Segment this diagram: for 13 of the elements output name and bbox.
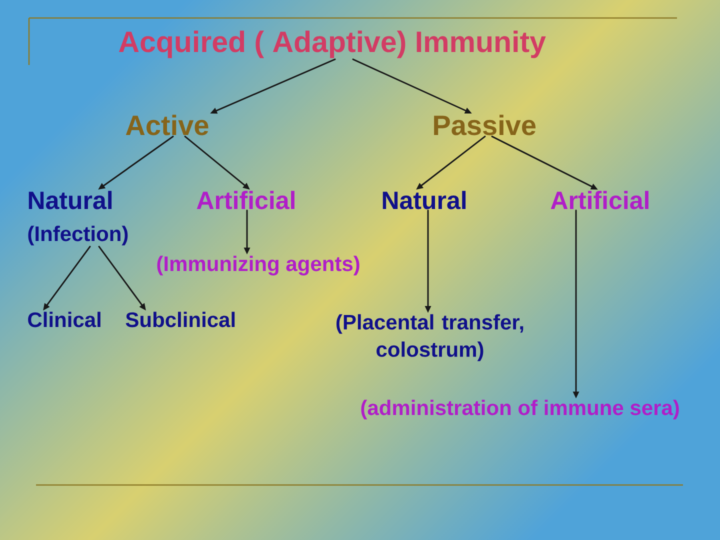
example-label: (Infection) [28, 226, 128, 246]
category-label: Artificial [196, 190, 294, 210]
example-label: (administration of immune sera) [361, 400, 679, 420]
example-label: (Placental transfer, colostrum) [336, 314, 524, 362]
category-label: Artificial [550, 190, 648, 210]
category-label: Active [126, 114, 208, 136]
heading-text: Acquired ( Adaptive) Immunity [118, 30, 546, 58]
category-label: Natural [28, 190, 112, 210]
category-label: Natural [382, 190, 466, 210]
category-label: Passive [434, 114, 536, 136]
category-label: Subclinical [126, 312, 235, 328]
category-label: Clinical [28, 312, 100, 328]
example-label: (Immunizing agents) [157, 256, 360, 276]
